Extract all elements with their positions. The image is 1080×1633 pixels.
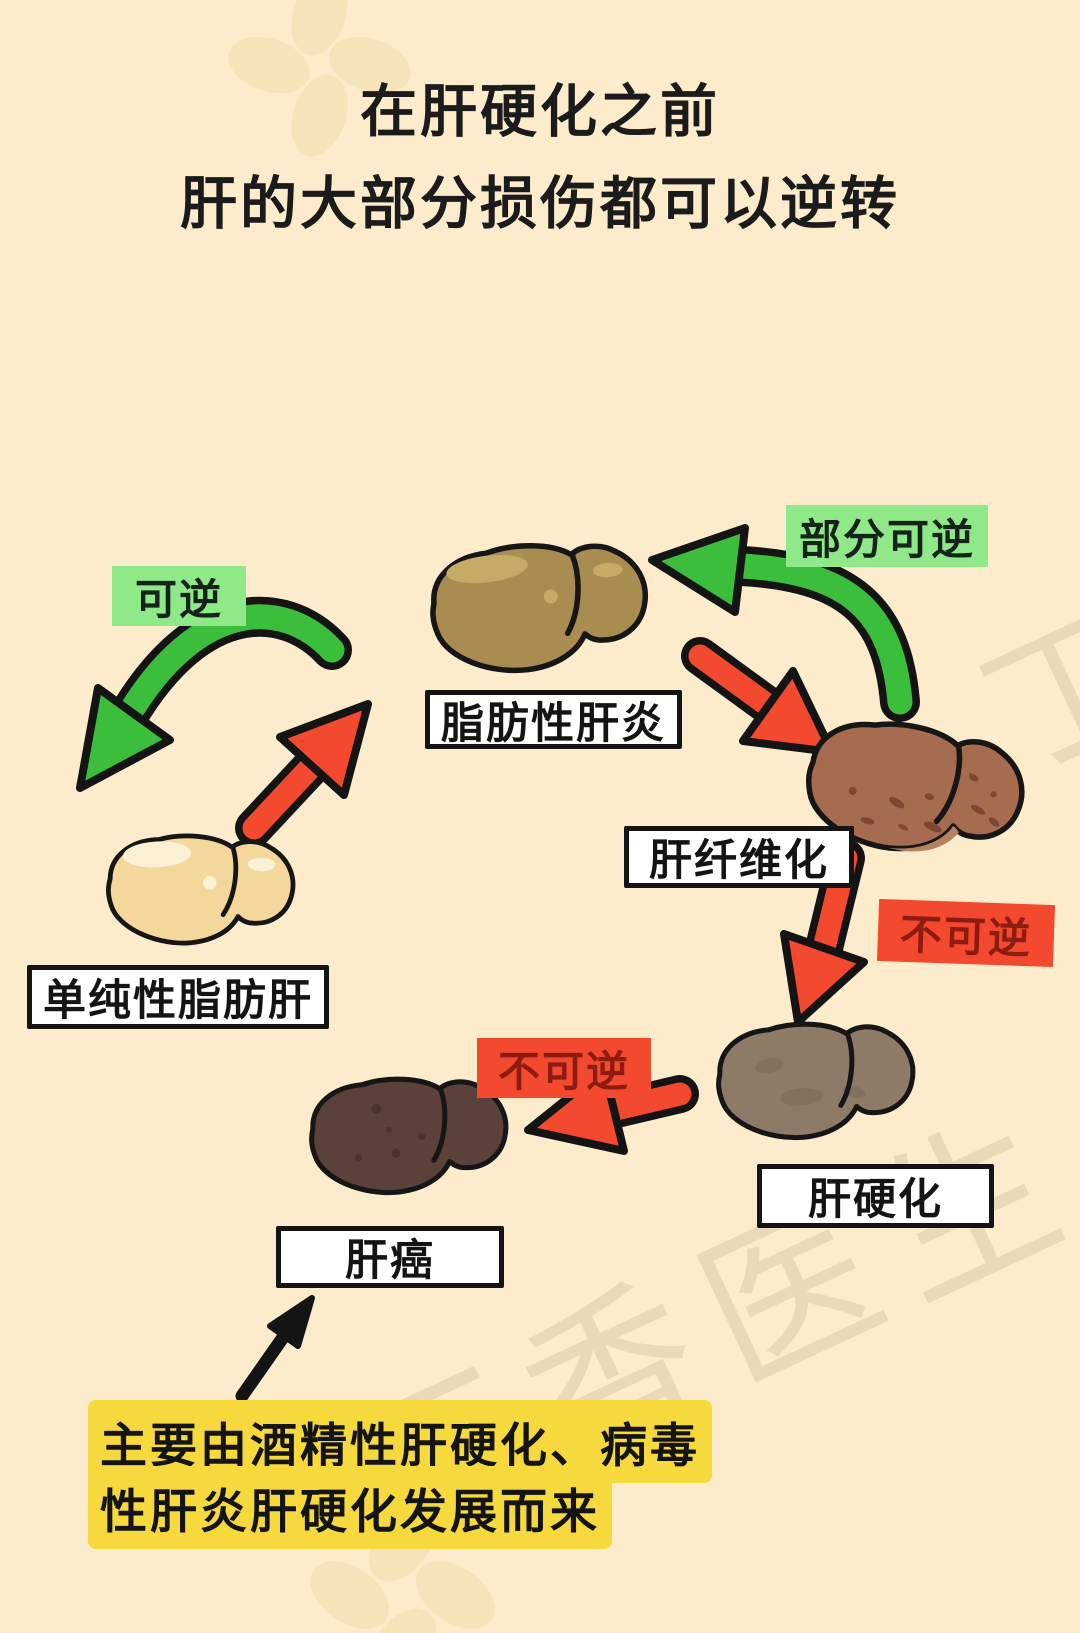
progression-arrow-icon bbox=[235, 700, 372, 847]
reversible-arrow-icon bbox=[76, 596, 352, 792]
liver-cirrhosis bbox=[716, 1021, 916, 1141]
flower-decoration-top bbox=[228, 0, 411, 157]
label-fibrosis: 肝纤维化 bbox=[624, 826, 854, 888]
tag-reversible: 可逆 bbox=[112, 566, 246, 626]
tag-partially-reversible: 部分可逆 bbox=[786, 505, 988, 567]
title-line-1: 在肝硬化之前 bbox=[360, 80, 720, 144]
liver-cancer bbox=[309, 1076, 509, 1196]
title-line-2: 肝的大部分损伤都可以逆转 bbox=[180, 172, 900, 236]
tag-irreversible-2: 不可逆 bbox=[477, 1038, 651, 1098]
tag-irreversible-1: 不可逆 bbox=[876, 898, 1056, 968]
label-steatohepatitis: 脂肪性肝炎 bbox=[425, 690, 682, 749]
liver-simple-fatty bbox=[106, 833, 296, 946]
liver-steatohepatitis bbox=[430, 542, 648, 674]
label-simple-fatty-liver: 单纯性脂肪肝 bbox=[27, 965, 329, 1029]
label-cancer: 肝癌 bbox=[276, 1226, 504, 1288]
label-cirrhosis: 肝硬化 bbox=[757, 1164, 994, 1228]
note-arrow-icon bbox=[235, 1295, 315, 1403]
footnote-line-2: 性肝炎肝硬化发展而来 bbox=[88, 1466, 612, 1549]
